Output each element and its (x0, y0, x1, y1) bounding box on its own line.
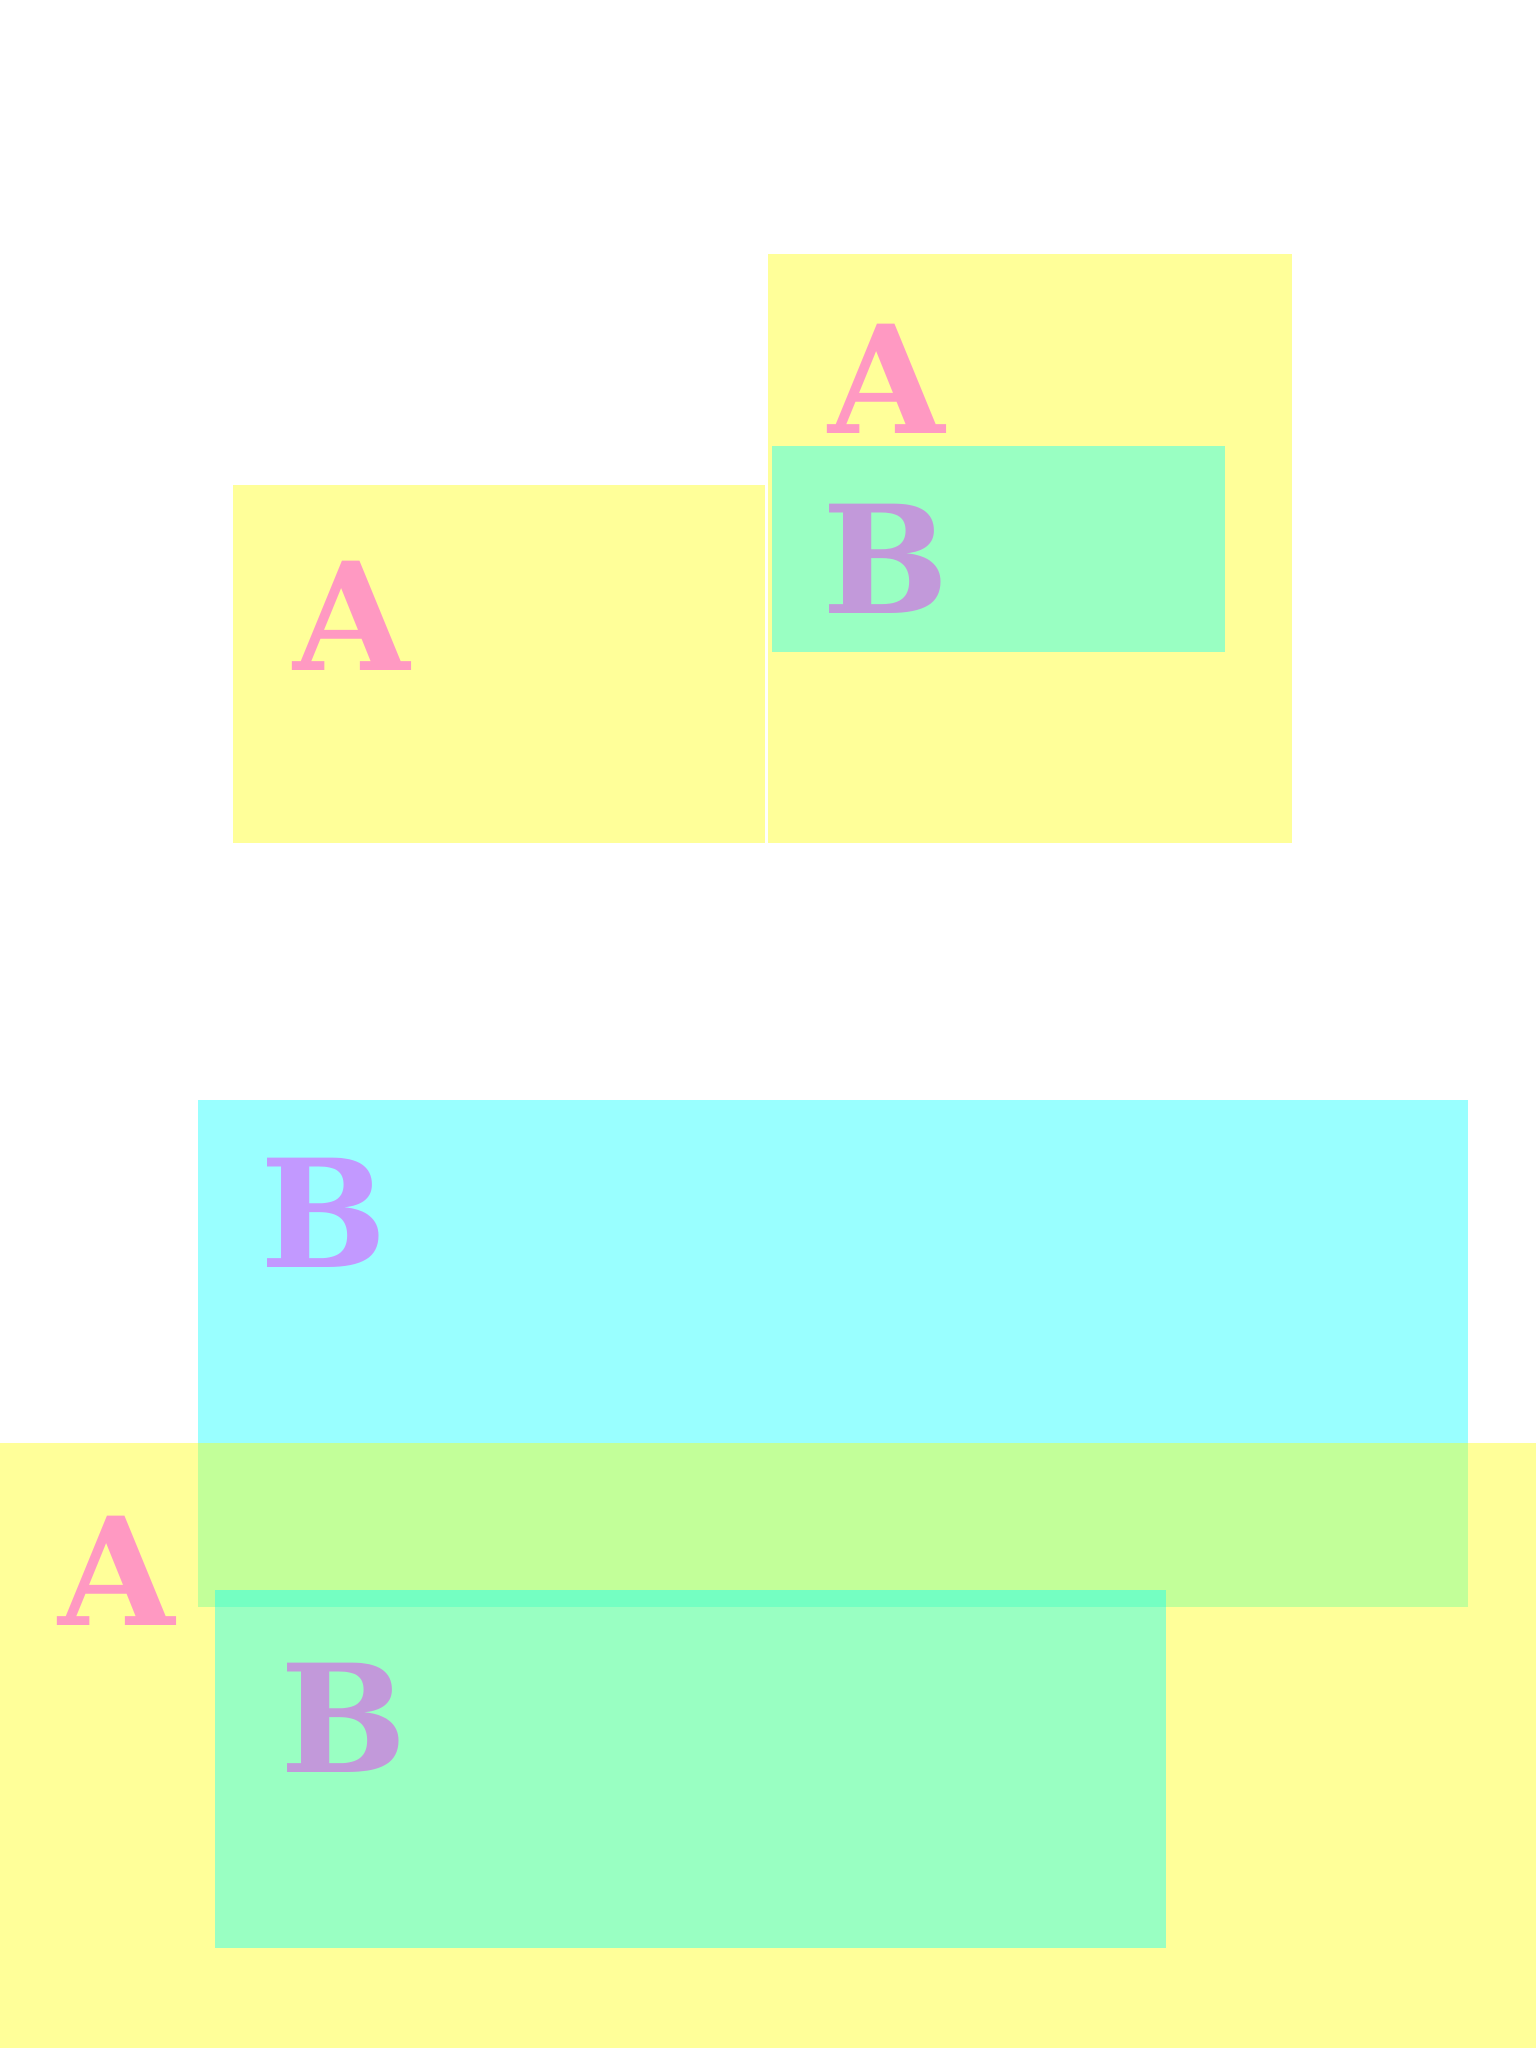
region-a-label: A (828, 293, 945, 469)
region-b-nested-bottom: B (215, 1590, 1166, 1948)
region-a-top-right: A (768, 254, 1292, 843)
region-b-middle: B (198, 1100, 1468, 1607)
region-a-top-left: A (233, 485, 765, 843)
region-b-nested-top: B (772, 446, 1225, 652)
region-a-label: A (58, 1485, 175, 1661)
region-b-label: B (280, 1632, 407, 1808)
region-b-label: B (260, 1127, 387, 1303)
region-a-label: A (293, 530, 410, 706)
region-b-label: B (822, 473, 949, 649)
region-a-bottom: A (0, 1443, 1536, 2048)
